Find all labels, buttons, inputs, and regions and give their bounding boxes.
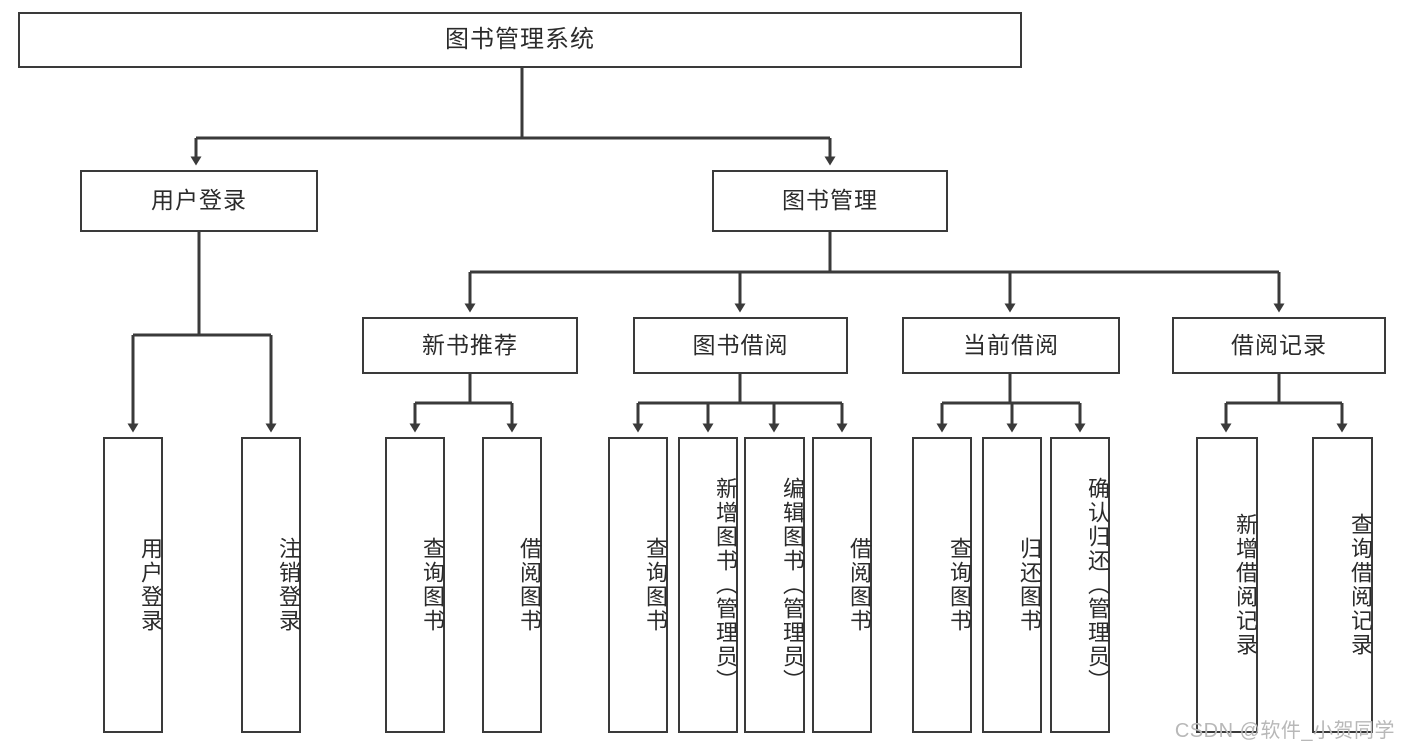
leaf-query-book-current[interactable]: 查询图书 (912, 437, 972, 733)
node-new-book-recommend[interactable]: 新书推荐 (362, 317, 578, 374)
node-borrow-record[interactable]: 借阅记录 (1172, 317, 1386, 374)
leaf-add-borrow-record[interactable]: 新增借阅记录 (1196, 437, 1258, 733)
node-label: 用户登录 (138, 537, 163, 633)
node-label: 借阅记录 (1231, 331, 1327, 358)
node-label: 新书推荐 (422, 331, 518, 358)
node-label: 查询图书 (947, 537, 972, 633)
node-label: 确认归还（管理员） (1085, 477, 1110, 693)
node-label: 用户登录 (151, 187, 247, 214)
node-label: 新增借阅记录 (1233, 513, 1258, 657)
leaf-borrow-book-borrow[interactable]: 借阅图书 (812, 437, 872, 733)
node-book-management[interactable]: 图书管理 (712, 170, 948, 232)
leaf-edit-book-admin[interactable]: 编辑图书（管理员） (744, 437, 805, 733)
leaf-add-book-admin[interactable]: 新增图书（管理员） (678, 437, 738, 733)
leaf-borrow-book-new-book[interactable]: 借阅图书 (482, 437, 542, 733)
leaf-user-login[interactable]: 用户登录 (103, 437, 163, 733)
node-label: 查询借阅记录 (1348, 513, 1373, 657)
node-current-borrow[interactable]: 当前借阅 (902, 317, 1120, 374)
node-label: 新增图书（管理员） (713, 477, 738, 693)
leaf-logout-login[interactable]: 注销登录 (241, 437, 301, 733)
node-book-borrow[interactable]: 图书借阅 (633, 317, 848, 374)
node-label: 查询图书 (643, 537, 668, 633)
node-user-login[interactable]: 用户登录 (80, 170, 318, 232)
node-label: 借阅图书 (847, 537, 872, 633)
node-label: 当前借阅 (963, 331, 1059, 358)
node-label: 图书借阅 (692, 331, 789, 358)
node-label: 图书管理系统 (445, 25, 595, 53)
leaf-query-borrow-record[interactable]: 查询借阅记录 (1312, 437, 1373, 733)
node-label: 注销登录 (276, 537, 301, 633)
node-label: 归还图书 (1017, 537, 1042, 633)
node-label: 编辑图书（管理员） (780, 477, 805, 693)
leaf-confirm-return-admin[interactable]: 确认归还（管理员） (1050, 437, 1110, 733)
leaf-query-book-borrow[interactable]: 查询图书 (608, 437, 668, 733)
node-label: 借阅图书 (517, 537, 542, 633)
leaf-return-book[interactable]: 归还图书 (982, 437, 1042, 733)
node-label: 图书管理 (782, 187, 878, 214)
node-label: 查询图书 (420, 537, 445, 633)
leaf-query-book-new-book[interactable]: 查询图书 (385, 437, 445, 733)
node-root-book-management-system[interactable]: 图书管理系统 (18, 12, 1022, 68)
